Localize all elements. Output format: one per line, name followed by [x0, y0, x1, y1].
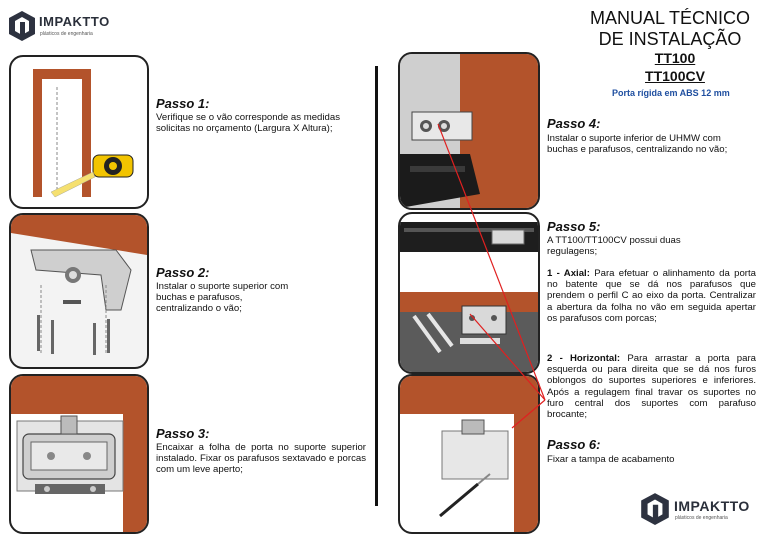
manual-title-line1: MANUAL TÉCNICO — [589, 8, 751, 28]
step1-illustration — [9, 55, 149, 209]
step5-illustration — [398, 212, 540, 374]
axial-text: Para efetuar o alinhamento da porta no b… — [547, 268, 756, 324]
axial-adjustment: 1 - Axial: Para efetuar o alinhamento da… — [547, 268, 756, 324]
brand-tagline: plásticos de engenharia — [40, 31, 93, 37]
horizontal-label: 2 - Horizontal: — [547, 353, 621, 364]
brand-logo-top: IMPAKTTO plásticos de engenharia — [8, 10, 138, 44]
step2-title: Passo 2: — [156, 265, 210, 280]
step4-title: Passo 4: — [547, 116, 601, 131]
step3-title: Passo 3: — [156, 426, 210, 441]
brand-tagline-bottom: plásticos de engenharia — [675, 515, 728, 521]
brand-name-bottom: IMPAKTTO — [674, 498, 750, 514]
horizontal-text: Para arrastar a porta para esquerda ou p… — [547, 353, 756, 421]
brand-hex-icon — [641, 493, 669, 525]
step4-text: Instalar o suporte inferior de UHMW com … — [547, 133, 728, 156]
manual-title-line2: DE INSTALAÇÃO — [598, 29, 742, 49]
step3-illustration — [9, 374, 149, 534]
horizontal-adjustment: 2 - Horizontal: Para arrastar a porta pa… — [547, 353, 756, 420]
column-divider — [375, 66, 378, 506]
brand-hex-icon — [9, 11, 35, 41]
step3-text: Encaixar a folha de porta no suporte sup… — [156, 442, 366, 476]
step6-title: Passo 6: — [547, 437, 601, 452]
step5-title: Passo 5: — [547, 219, 601, 234]
model-tt100cv: TT100CV — [645, 68, 705, 84]
step1-title: Passo 1: — [156, 96, 210, 111]
step6-text: Fixar a tampa de acabamento — [547, 454, 675, 465]
step4-illustration — [398, 52, 540, 210]
step2-illustration — [9, 213, 149, 369]
product-subtitle: Porta rígida em ABS 12 mm — [612, 88, 730, 98]
step1-text: Verifique se o vão corresponde as medida… — [156, 112, 340, 135]
model-tt100: TT100 — [654, 50, 696, 66]
step2-text: Instalar o suporte superior com buchas e… — [156, 281, 289, 315]
brand-logo-bottom: IMPAKTTO plásticos de engenharia — [640, 492, 765, 528]
axial-label: 1 - Axial: — [547, 268, 590, 279]
brand-name: IMPAKTTO — [39, 14, 110, 29]
step5-text: A TT100/TT100CV possui duas regulagens; — [547, 235, 681, 258]
step6-illustration — [398, 374, 540, 534]
